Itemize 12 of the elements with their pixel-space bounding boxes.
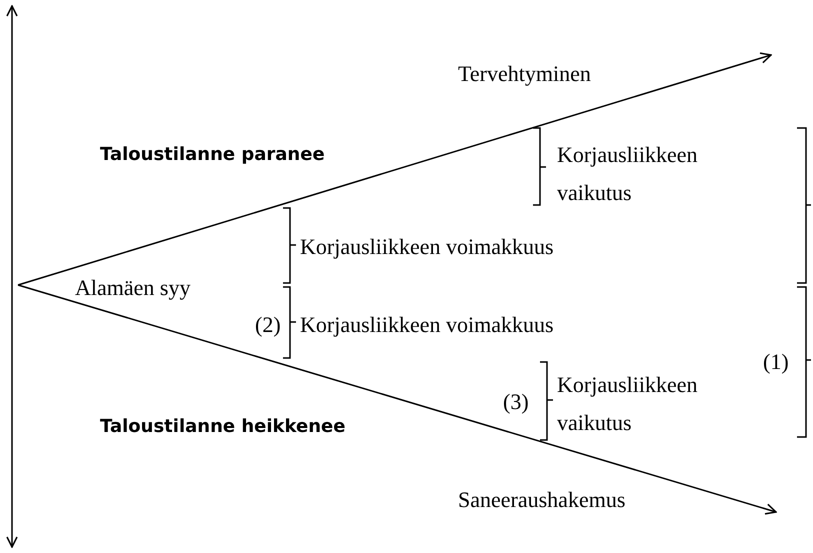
outcome-label: Tervehtyminen [458, 60, 591, 88]
bracket-label: Korjausliikkeen vaikutus [557, 371, 699, 437]
callout-number: (2) [255, 311, 281, 339]
scenario-heading: Taloustilanne paranee [100, 143, 325, 167]
cause-label: Alamäen syy [75, 274, 190, 302]
bracket-label: Korjausliikkeen voimakkuus [300, 233, 554, 261]
callout-number: (3) [503, 388, 529, 416]
outcome-label: Saneeraushakemus [458, 486, 626, 514]
bracket-label: Korjausliikkeen vaikutus [557, 141, 699, 207]
bracket-label: Korjausliikkeen voimakkuus [300, 311, 554, 339]
scenario-heading: Taloustilanne heikkenee [100, 415, 346, 439]
callout-number: (1) [763, 348, 789, 376]
